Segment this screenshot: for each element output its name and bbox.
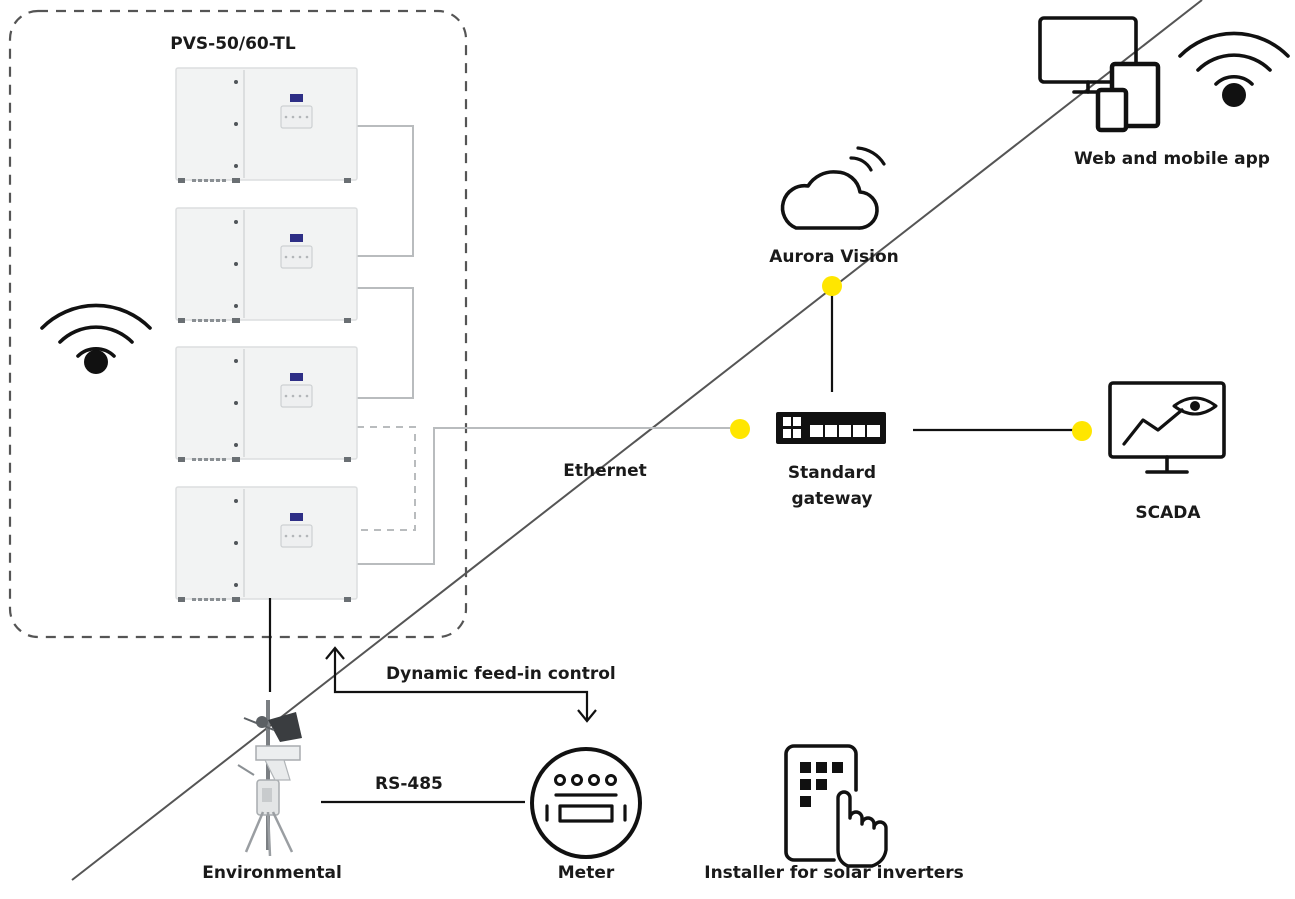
web-mobile-app-label: Web and mobile app [1074, 149, 1270, 169]
connector-dot-scada [1072, 421, 1092, 441]
dynamic-feed-in-line [333, 650, 589, 720]
connector-dot-ethernet [730, 419, 750, 439]
monitor-tablet-phone-icon [1038, 16, 1161, 133]
wifi-icon [1178, 31, 1290, 107]
aurora-vision-label: Aurora Vision [769, 247, 899, 267]
meter-label: Meter [557, 863, 615, 883]
connection-lines [268, 286, 1078, 804]
inverter-wiring [357, 125, 730, 565]
solar-inverter-icon [175, 486, 358, 602]
connector-dot-aurora [822, 276, 842, 296]
inverter-stack [175, 67, 358, 602]
network-switch-icon [776, 412, 886, 444]
keypad-touch-icon [784, 744, 888, 868]
solar-inverter-icon [175, 207, 358, 323]
dynamic-feed-in-label: Dynamic feed-in control [386, 664, 616, 684]
cloud-wifi-icon [780, 146, 886, 230]
solar-inverter-icon [175, 346, 358, 462]
rs485-label: RS-485 [375, 774, 443, 794]
environmental-label: Environmental [202, 863, 342, 883]
weather-station-icon [237, 700, 302, 857]
gateway-label: Standard gateway [787, 463, 877, 510]
inverter-group-label: PVS-50/60-TL [170, 34, 296, 54]
scada-label: SCADA [1135, 503, 1201, 523]
wifi-icon [40, 303, 152, 374]
solar-inverter-icon [175, 67, 358, 183]
feed-in-arrow-up-icon [325, 646, 345, 660]
monitor-eye-chart-icon [1108, 381, 1226, 474]
electric-meter-icon [530, 747, 642, 859]
inverter-group-box [8, 9, 468, 639]
installer-label: Installer for solar inverters [704, 863, 964, 883]
ethernet-label: Ethernet [563, 461, 647, 481]
feed-in-arrow-down-icon [577, 709, 597, 723]
diagonal-divider-line [71, 0, 1203, 881]
